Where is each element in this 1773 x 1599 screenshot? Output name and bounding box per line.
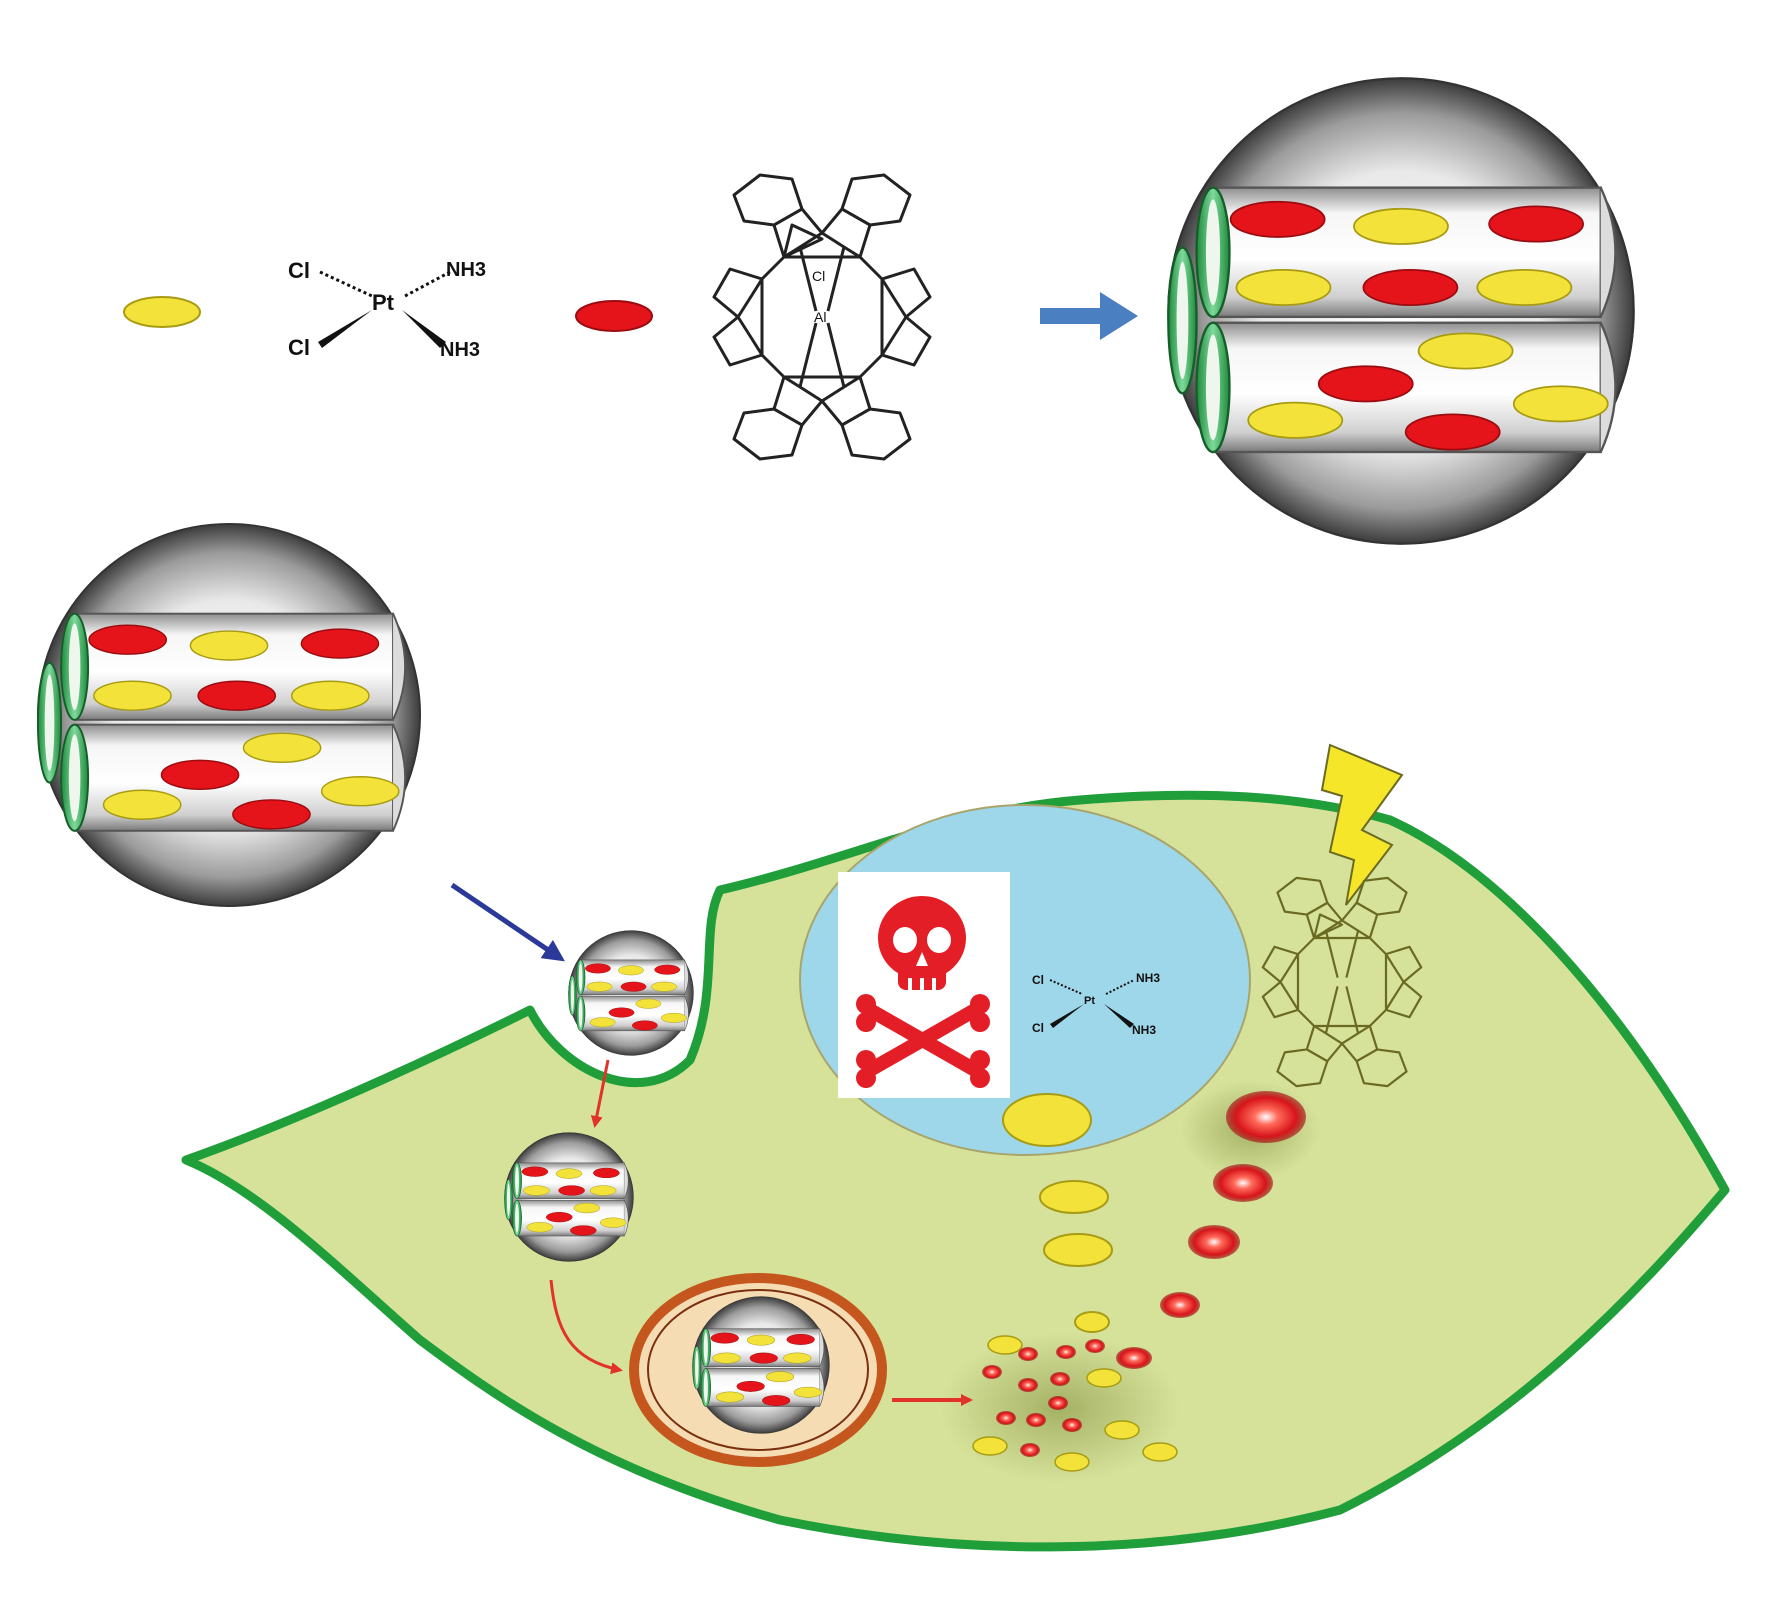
released-cisplatin xyxy=(1043,1233,1113,1267)
cell-membrane xyxy=(181,790,1730,1552)
pc-capsule-legend xyxy=(575,300,653,332)
released-pc xyxy=(1160,1292,1200,1318)
released-pc xyxy=(1213,1164,1273,1202)
nanoparticle-entering xyxy=(568,930,694,1056)
lightning-bolt-icon xyxy=(1320,743,1404,906)
released-pc xyxy=(1116,1347,1152,1369)
phthalocyanine-structure: Cl Al xyxy=(712,173,932,461)
released-cisplatin xyxy=(1039,1180,1109,1214)
released-cisplatin xyxy=(1002,1093,1092,1147)
cisplatin-cl-bottom: Cl xyxy=(288,335,310,360)
nucleus-cl-top: Cl xyxy=(1032,973,1044,987)
loaded-nanoparticle-left xyxy=(36,522,422,908)
nanoparticle-endosome xyxy=(504,1132,634,1262)
released-pc xyxy=(1226,1091,1306,1143)
loaded-nanoparticle-large xyxy=(1167,77,1635,545)
cisplatin-structure: Cl Cl NH3 NH3 Pt xyxy=(288,258,486,361)
nucleus-nh3-bottom: NH3 xyxy=(1132,1023,1156,1037)
cisplatin-in-nucleus: Cl Cl NH3 NH3 Pt xyxy=(1032,971,1160,1037)
uptake-arrow xyxy=(450,882,565,962)
pc-axial-cl: Cl xyxy=(812,268,825,284)
released-cisplatin xyxy=(1074,1311,1110,1333)
cisplatin-cl-top: Cl xyxy=(288,258,310,283)
cisplatin-nh3-bottom: NH3 xyxy=(440,339,480,361)
skull-crossbones-icon xyxy=(838,872,1010,1098)
nanoparticle-in-lysosome xyxy=(692,1296,830,1434)
cisplatin-capsule-legend xyxy=(123,296,201,328)
nucleus-cl-bottom: Cl xyxy=(1032,1021,1044,1035)
cisplatin-nh3-top: NH3 xyxy=(446,259,486,281)
released-pc xyxy=(1188,1225,1240,1259)
nucleus-pt: Pt xyxy=(1084,995,1095,1007)
endocytosis-arrow xyxy=(590,1059,610,1128)
loading-arrow xyxy=(1040,292,1138,340)
cisplatin-pt: Pt xyxy=(372,290,395,315)
pc-center-metal: Al xyxy=(814,309,826,325)
release-cluster xyxy=(972,1335,1178,1472)
nucleus-nh3-top: NH3 xyxy=(1136,971,1160,985)
trafficking-arrow xyxy=(549,1279,623,1375)
